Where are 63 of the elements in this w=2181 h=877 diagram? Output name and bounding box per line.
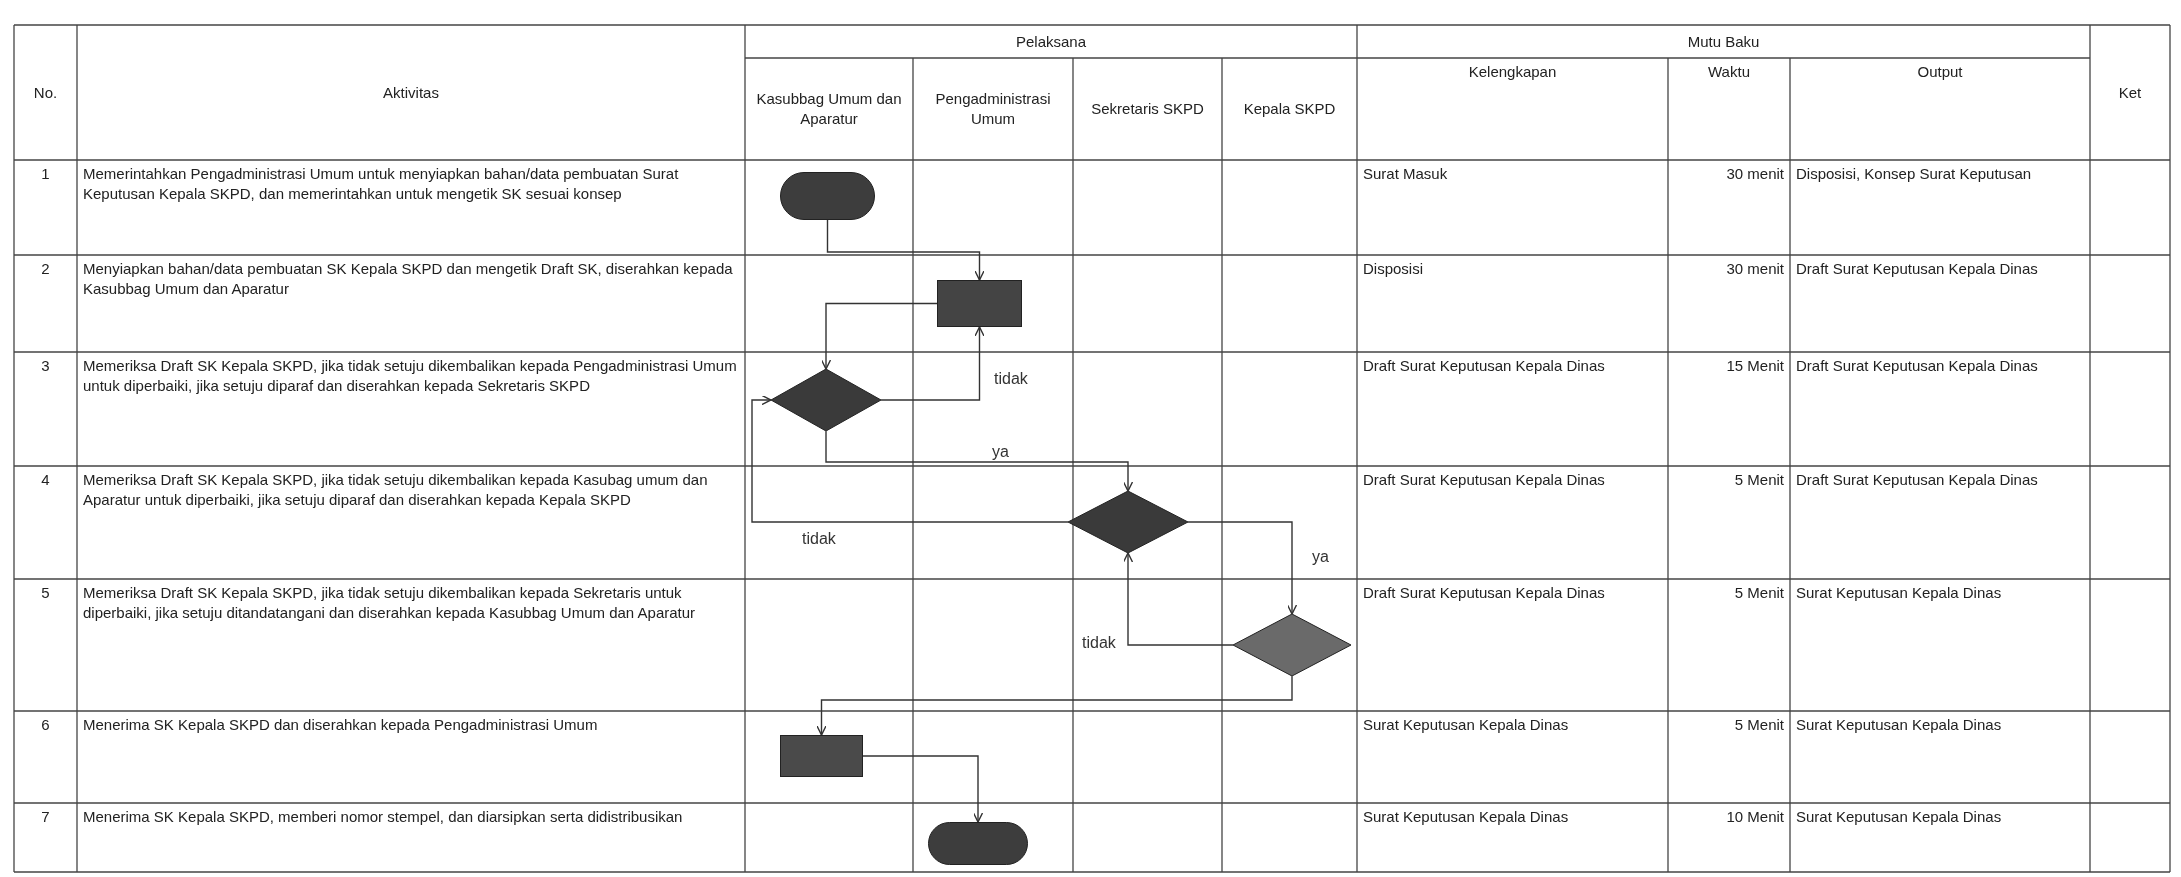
duration-text: 30 menit: [1726, 259, 1784, 279]
output-text: Draft Surat Keputusan Kepala Dinas: [1796, 259, 2038, 279]
duration-text: 5 Menit: [1734, 715, 1784, 735]
column-header: Mutu Baku: [1687, 31, 1760, 52]
output-text: Surat Keputusan Kepala Dinas: [1796, 715, 2002, 735]
column-header: Kasubbag Umum dan Aparatur: [755, 89, 903, 129]
requirement-text: Draft Surat Keputusan Kepala Dinas: [1363, 356, 1605, 376]
column-header: Pelaksana: [1015, 31, 1087, 52]
column-header: No.: [33, 82, 58, 103]
terminator-shape: [780, 172, 875, 220]
requirement-text: Surat Masuk: [1363, 164, 1448, 184]
column-header: Output: [1917, 62, 1963, 82]
activity-text: Menerima SK Kepala SKPD dan diserahkan kepada Pengadministrasi Umum: [83, 715, 598, 735]
column-header: Kelengkapan: [1468, 62, 1557, 82]
requirement-text: Disposisi: [1363, 259, 1423, 279]
activity-text: Memeriksa Draft SK Kepala SKPD, jika tidak setuju dikembalikan kepada Kasubag umum dan Aparatur untuk diperbaiki, jika setuju diparaf dan diserahkan kepada Kepala SKPD: [83, 470, 709, 510]
row-number: 7: [41, 807, 50, 827]
duration-text: 10 Menit: [1726, 807, 1784, 827]
requirement-text: Surat Keputusan Kepala Dinas: [1363, 807, 1569, 827]
process-box: [780, 735, 863, 777]
column-header: Pengadministrasi Umum: [934, 89, 1052, 129]
column-header: Kepala SKPD: [1243, 99, 1336, 119]
column-header: Waktu: [1708, 62, 1750, 82]
column-header: Sekretaris SKPD: [1091, 99, 1204, 119]
row-number: 1: [41, 164, 50, 184]
arrow: [751, 394, 1069, 523]
arrow: [816, 675, 1293, 736]
duration-text: 30 menit: [1726, 164, 1784, 184]
activity-text: Memerintahkan Pengadministrasi Umum untuk menyiapkan bahan/data pembuatan Surat Keputusan Kepala SKPD, dan memerintahkan untuk mengetik SK sesuai konsep: [83, 164, 680, 204]
column-header: Aktivitas: [383, 82, 439, 103]
duration-text: 15 Menit: [1726, 356, 1784, 376]
arrow: [1122, 552, 1234, 646]
decision-diamond: [1068, 491, 1188, 553]
requirement-text: Draft Surat Keputusan Kepala Dinas: [1363, 470, 1605, 490]
activity-text: Menerima SK Kepala SKPD, memberi nomor stempel, dan diarsipkan serta didistribusikan: [83, 807, 683, 827]
row-number: 3: [41, 356, 50, 376]
output-text: Draft Surat Keputusan Kepala Dinas: [1796, 356, 2038, 376]
arrow: [825, 430, 1134, 492]
terminator-shape: [928, 822, 1028, 865]
decision-diamond: [771, 369, 881, 431]
row-number: 4: [41, 470, 50, 490]
requirement-text: Draft Surat Keputusan Kepala Dinas: [1363, 583, 1605, 603]
duration-text: 5 Menit: [1734, 583, 1784, 603]
output-text: Surat Keputusan Kepala Dinas: [1796, 807, 2002, 827]
arrow: [880, 326, 985, 401]
activity-text: Memeriksa Draft SK Kepala SKPD, jika tidak setuju dikembalikan kepada Pengadministrasi Umum untuk diperbaiki, jika setuju diparaf dan diserahkan kepada Sekretaris SKPD: [83, 356, 738, 396]
output-text: Disposisi, Konsep Surat Keputusan: [1796, 164, 2032, 184]
duration-text: 5 Menit: [1734, 470, 1784, 490]
activity-text: Memeriksa Draft SK Kepala SKPD, jika tidak setuju dikembalikan kepada Sekretaris untuk diperbaiki, jika setuju ditandatangani dan diserahkan kepada Kasubbag Umum dan Aparatur: [83, 583, 697, 623]
arrow: [820, 302, 938, 370]
arrow: [1187, 521, 1298, 615]
column-header: Ket: [2118, 82, 2142, 103]
output-text: Surat Keputusan Kepala Dinas: [1796, 583, 2002, 603]
output-text: Draft Surat Keputusan Kepala Dinas: [1796, 470, 2038, 490]
arrow: [862, 755, 984, 823]
row-number: 2: [41, 259, 50, 279]
row-number: 5: [41, 583, 50, 603]
process-box: [937, 280, 1022, 327]
decision-diamond: [1233, 614, 1351, 676]
requirement-text: Surat Keputusan Kepala Dinas: [1363, 715, 1569, 735]
row-number: 6: [41, 715, 50, 735]
arrow: [826, 219, 985, 281]
activity-text: Menyiapkan bahan/data pembuatan SK Kepala SKPD dan mengetik Draft SK, diserahkan kepada Kasubbag Umum dan Aparatur: [83, 259, 734, 299]
